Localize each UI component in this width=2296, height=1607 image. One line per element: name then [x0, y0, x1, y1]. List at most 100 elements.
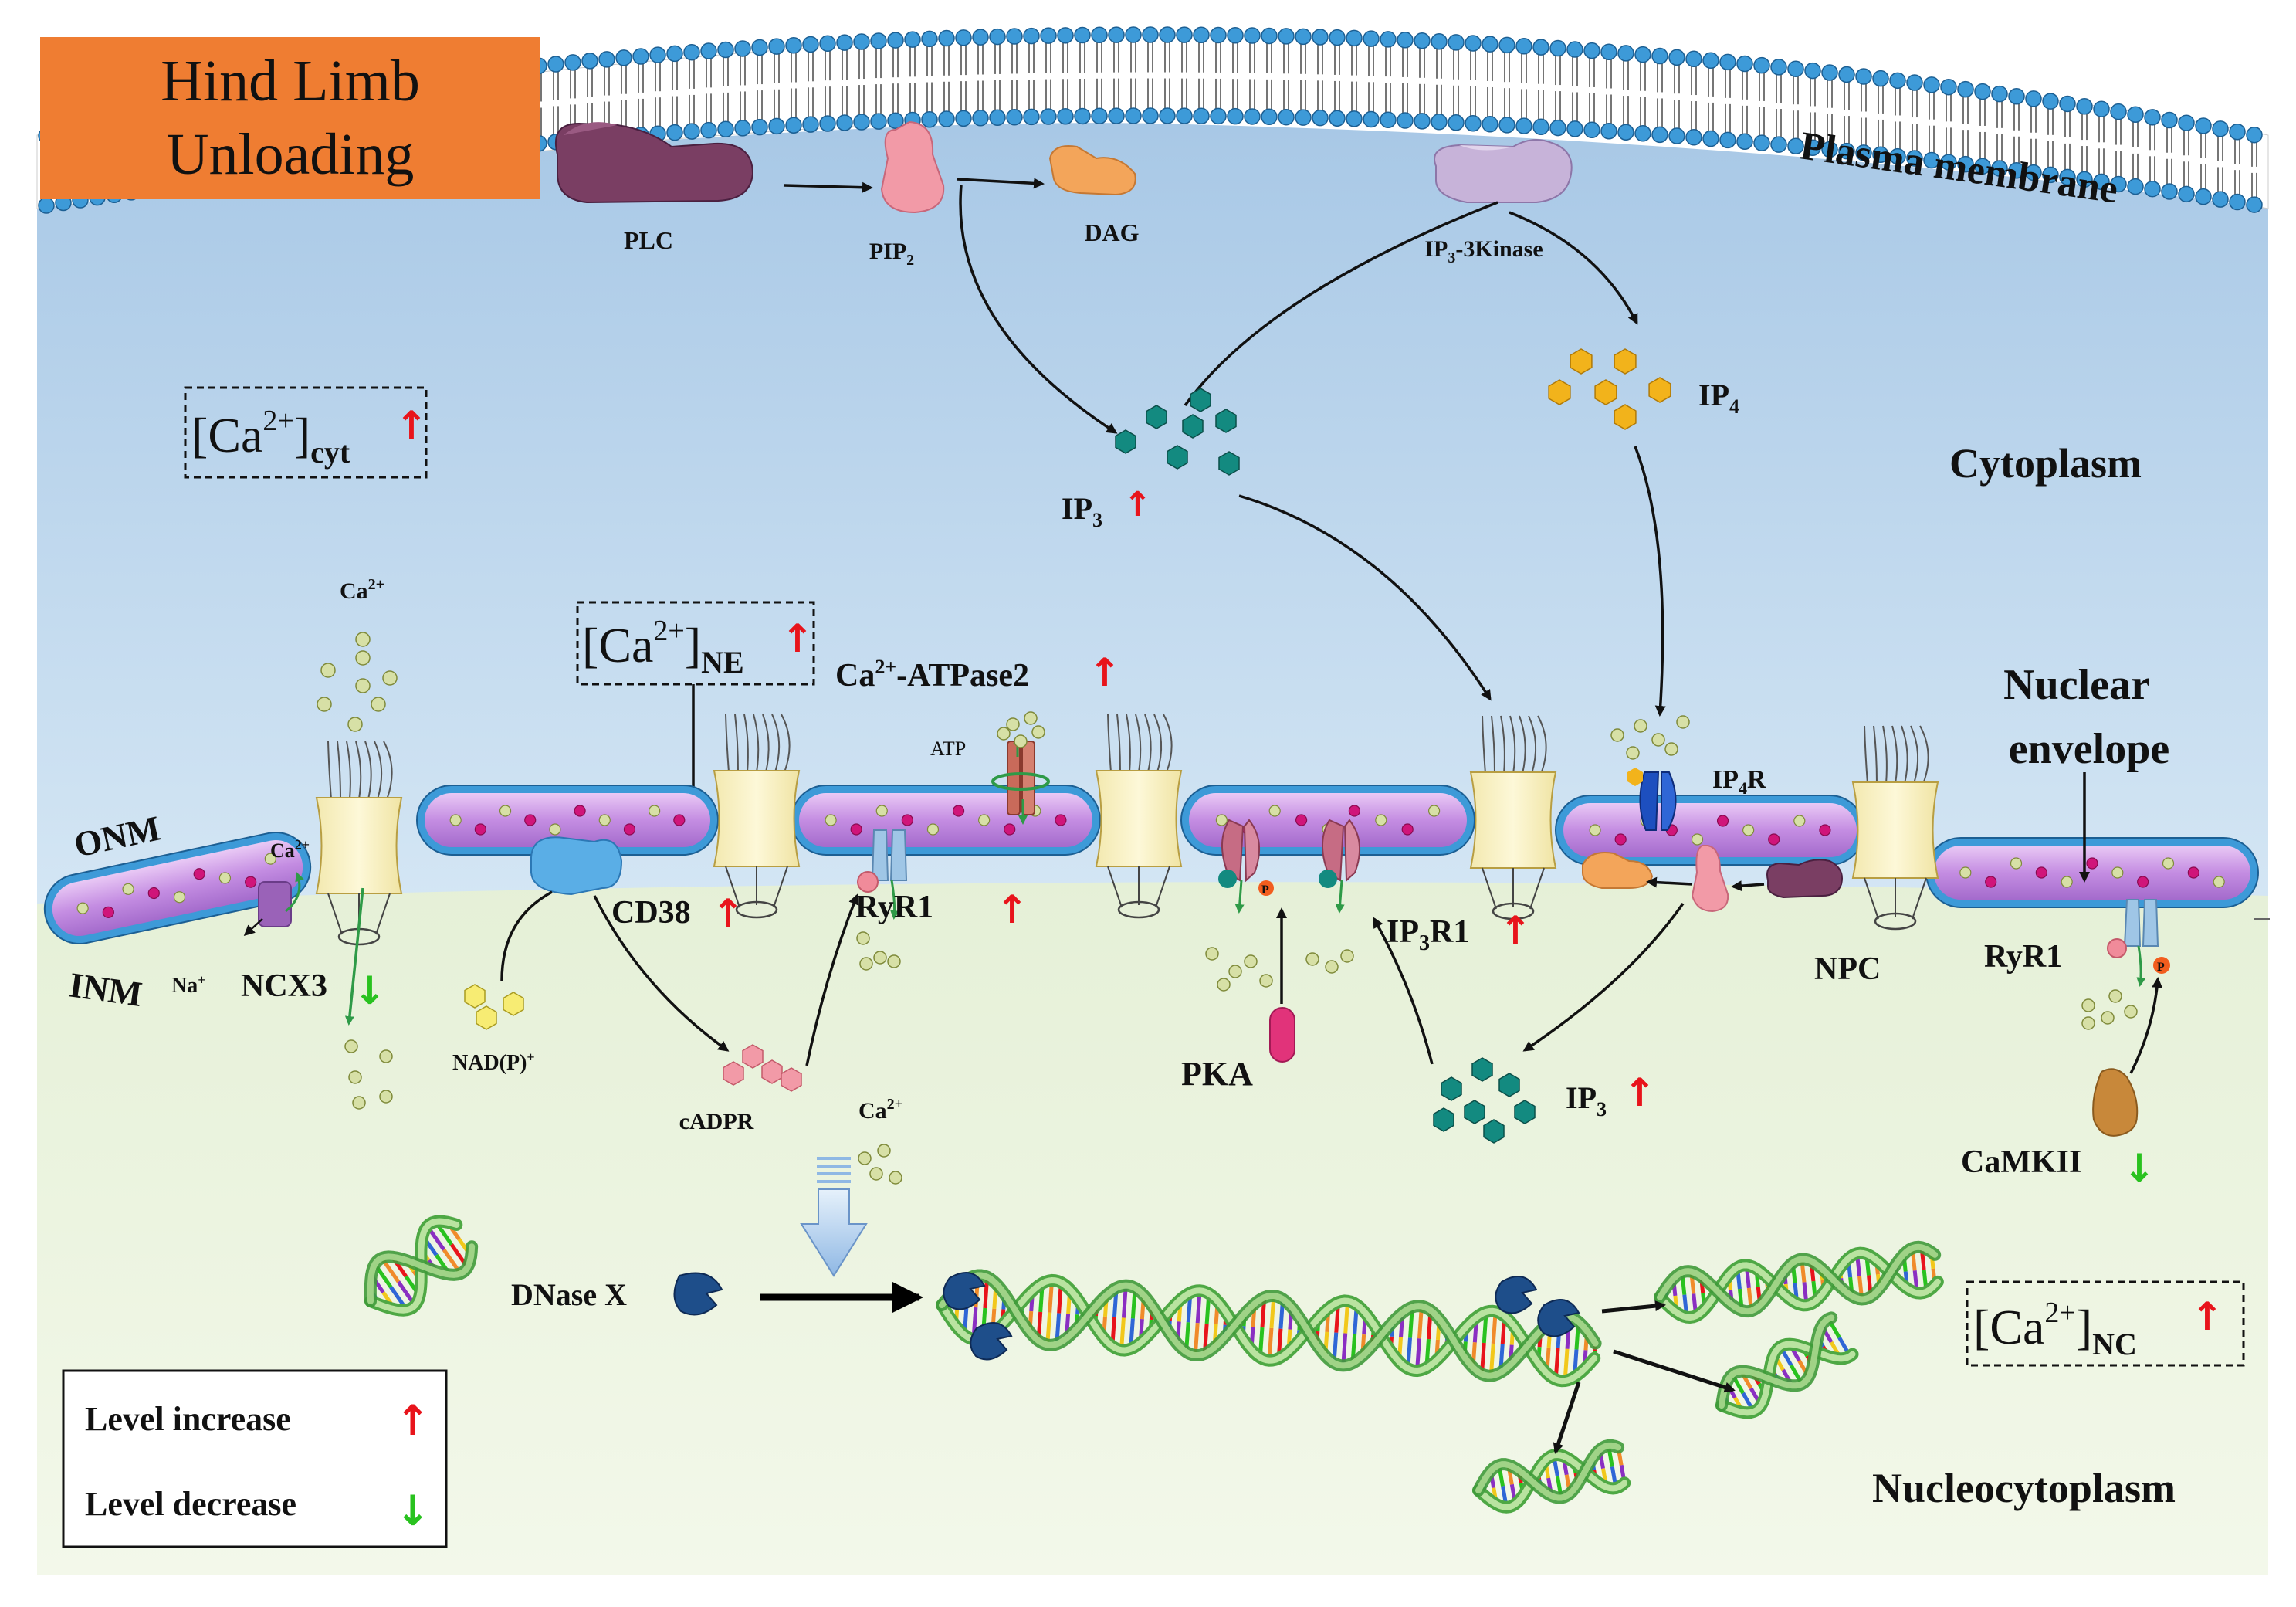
ca-ion: [320, 663, 336, 678]
lipid-head: [1108, 107, 1125, 124]
ca-ion: [1228, 965, 1242, 978]
ip4-molecule: [1594, 379, 1617, 405]
ip3-molecule: [1433, 1107, 1454, 1132]
lumen-ion: [474, 823, 486, 836]
lipid-head: [1057, 27, 1074, 44]
lipid-head: [1448, 114, 1465, 131]
lipid-head: [2195, 117, 2212, 134]
lipid-head: [38, 197, 55, 214]
lipid-head: [1906, 150, 1923, 167]
lipid-head: [1057, 107, 1074, 125]
ca-ion: [1664, 742, 1678, 756]
nadp-molecule: [464, 984, 486, 1009]
lipid-head: [1889, 72, 1906, 90]
lipid-head: [1600, 122, 1617, 140]
ca-ion: [1259, 974, 1273, 988]
lipid-head: [1617, 45, 1634, 62]
lipid-head: [1040, 108, 1057, 125]
cadpr-molecule: [781, 1067, 802, 1092]
ca-ion: [2124, 1005, 2138, 1019]
ca-ion: [649, 805, 661, 817]
lipid-head: [1125, 107, 1142, 124]
cd38-up-arrow: ↑: [712, 891, 744, 936]
lipid-head: [1261, 27, 1278, 45]
ca-ion: [873, 951, 887, 965]
ca-ion: [2101, 1011, 2115, 1025]
arrow-ip4-to-ip4r: [1634, 446, 1666, 717]
plc-label: PLC: [624, 226, 673, 254]
lipid-head: [2212, 191, 2229, 208]
ca-ion: [1305, 952, 1319, 966]
ca-ions-atpase: [997, 711, 1045, 748]
arrow-pip2-to-dag: [957, 178, 1045, 189]
lipid-head: [887, 32, 904, 49]
lipid-head: [2093, 173, 2110, 191]
ip3-molecule: [1218, 451, 1240, 476]
lipid-head: [1244, 108, 1261, 125]
ryr1-channel-right: P: [2107, 899, 2170, 987]
ca-ion: [1691, 833, 1704, 846]
ncx3-label: NCX3: [241, 968, 327, 1004]
arrow-ip3-to-ip3r: [1238, 494, 1492, 701]
nadp-label: NAD(P)+: [452, 1049, 535, 1075]
lipid-head: [734, 40, 751, 57]
ca-ion: [869, 1167, 883, 1181]
ca-ion: [1651, 733, 1665, 747]
ca-ions-cytoplasm: [317, 632, 398, 732]
lipid-head: [955, 110, 972, 127]
ca-ion: [549, 823, 561, 836]
ca-ion: [1427, 805, 1441, 817]
lipid-head: [547, 56, 564, 73]
ip4r-channel: [1627, 768, 1677, 831]
lipid-head: [1176, 107, 1193, 124]
ip4r-label: IP4R: [1712, 765, 1766, 798]
dag-protein: [1048, 145, 1136, 196]
ip3-molecule: [1471, 1057, 1493, 1082]
lipid-head: [1295, 28, 1312, 46]
arrow-ip3-to-kinase: [1184, 201, 1498, 407]
lipid-head: [2144, 181, 2161, 198]
dna-fragment-right: [1654, 1240, 1944, 1324]
npc-left-ca-flow: [344, 887, 364, 1026]
svg-text:P: P: [1261, 883, 1269, 897]
lipid-head: [666, 124, 683, 141]
lipid-head: [1465, 35, 1482, 52]
cadpr-label: cADPR: [679, 1109, 754, 1134]
nuclear-pore: [1469, 715, 1557, 920]
ca-ion: [598, 814, 611, 826]
lipid-head: [2229, 123, 2246, 141]
ca-ions-npc-left: [344, 1039, 393, 1110]
lipid-head: [1414, 32, 1431, 49]
nuclear-pore: [1095, 714, 1183, 919]
ca-ion: [2081, 1016, 2095, 1030]
ca-nc-box: [Ca2+]NC ↑: [1966, 1280, 2245, 1367]
lipid-head: [2059, 168, 2076, 186]
plc-protein: [554, 122, 754, 204]
ncx3-exchanger: [243, 872, 304, 937]
ca-ion: [856, 931, 870, 945]
na-label: Na+: [171, 972, 206, 998]
ip3-molecule: [1483, 1119, 1505, 1144]
camkii-label: CaMKII: [1961, 1144, 2081, 1180]
lipid-head: [819, 115, 836, 132]
ip3-molecule: [1167, 445, 1188, 470]
lipid-head: [870, 113, 887, 130]
dnase-x-enzyme: [673, 1272, 723, 1316]
lipid-head: [683, 43, 700, 61]
lipid-head: [2178, 114, 2195, 131]
ip3-bottom-up-arrow: ↑: [1624, 1070, 1656, 1115]
ca-ion: [1014, 734, 1028, 748]
lipid-head: [1685, 50, 1702, 68]
ca-ion: [379, 1049, 393, 1063]
cadpr-cluster: [723, 1044, 802, 1092]
ca-ion: [1634, 719, 1647, 733]
nuclear-envelope-label-2: envelope: [2009, 725, 2169, 773]
lipid-head: [1583, 121, 1600, 139]
ca-ion: [379, 1090, 393, 1104]
lipid-head: [938, 29, 955, 47]
lipid-head: [1193, 26, 1210, 44]
lipid-head: [1583, 42, 1600, 59]
nadp-cluster: [464, 984, 524, 1030]
lipid-head: [989, 28, 1006, 46]
